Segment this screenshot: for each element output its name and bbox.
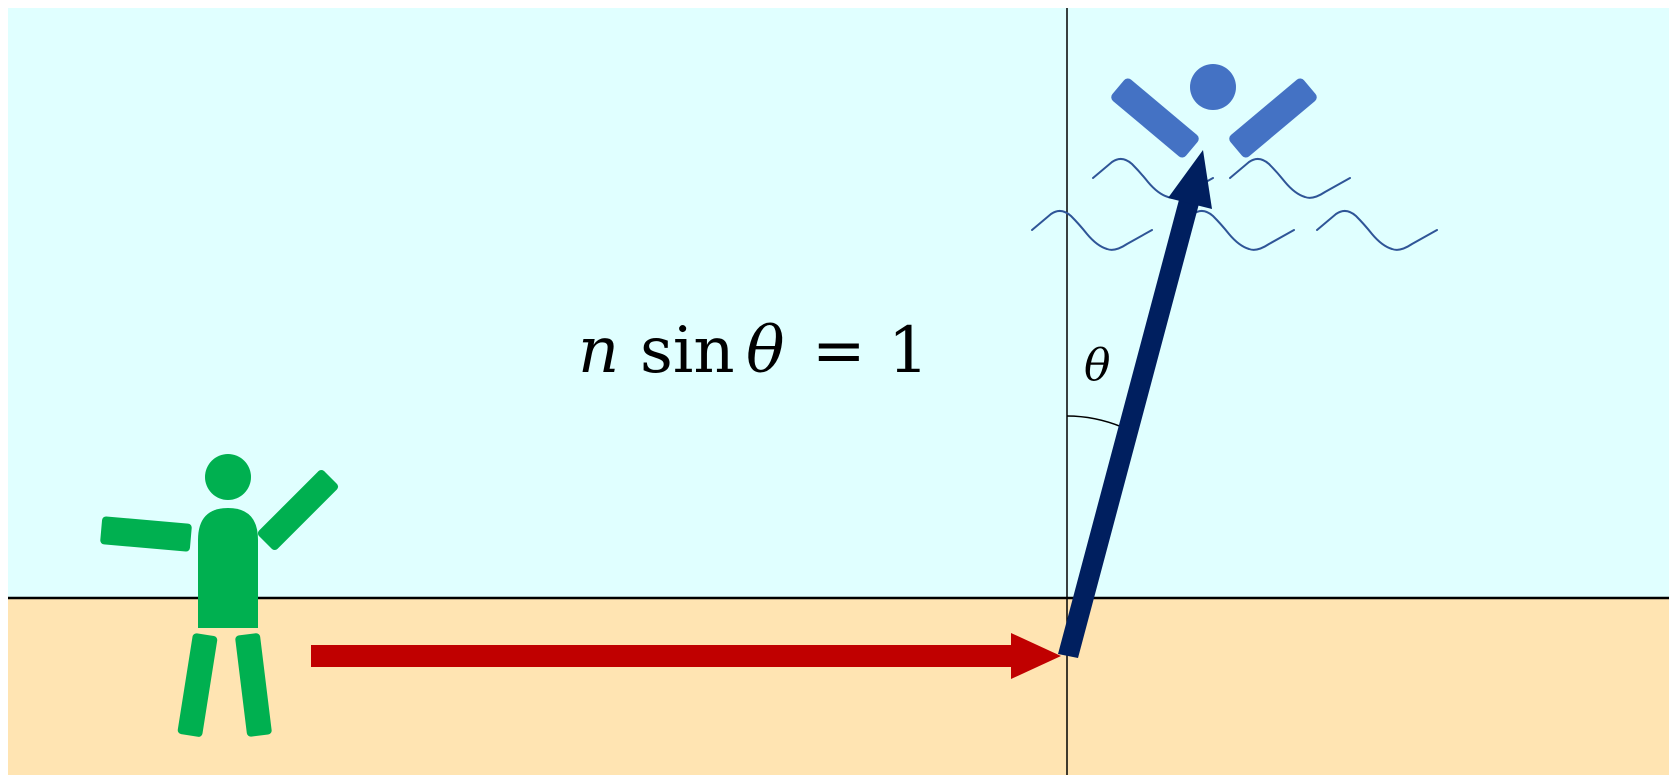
wave-bottom-middle	[1173, 210, 1295, 251]
person-torso	[198, 508, 258, 628]
swimmer	[1111, 64, 1317, 158]
angle-arc	[1066, 415, 1123, 428]
sand-region	[8, 598, 1669, 775]
wave-bottom-right	[1316, 210, 1438, 251]
wave-bottom-left	[1031, 210, 1153, 251]
water-region	[8, 8, 1669, 598]
land-path-arrow	[311, 633, 1061, 679]
equation-equals: =	[812, 314, 866, 388]
water-path-shaft	[1058, 196, 1200, 658]
equation-sin: sin	[640, 314, 735, 388]
person-left-leg	[177, 633, 218, 737]
water-path-arrow	[1058, 150, 1212, 658]
wave-top-right	[1229, 158, 1351, 199]
equation-n: n	[578, 314, 619, 388]
equation-theta: θ	[746, 314, 785, 388]
person-head	[205, 454, 251, 500]
swimmer-head	[1190, 64, 1236, 110]
person-right-arm	[257, 469, 339, 551]
swimmer-right-arm	[1229, 78, 1317, 158]
land-path-arrowhead	[1011, 633, 1061, 679]
land-path-shaft	[311, 645, 1011, 667]
water-path-arrowhead	[1168, 150, 1212, 209]
person-left-arm	[100, 516, 192, 552]
angle-theta-label: θ	[1084, 340, 1111, 391]
person-on-land	[100, 454, 339, 737]
equation-one: 1	[888, 314, 929, 388]
equation: n sin θ = 1	[578, 314, 929, 388]
person-right-leg	[235, 633, 272, 737]
swimmer-left-arm	[1111, 78, 1199, 158]
